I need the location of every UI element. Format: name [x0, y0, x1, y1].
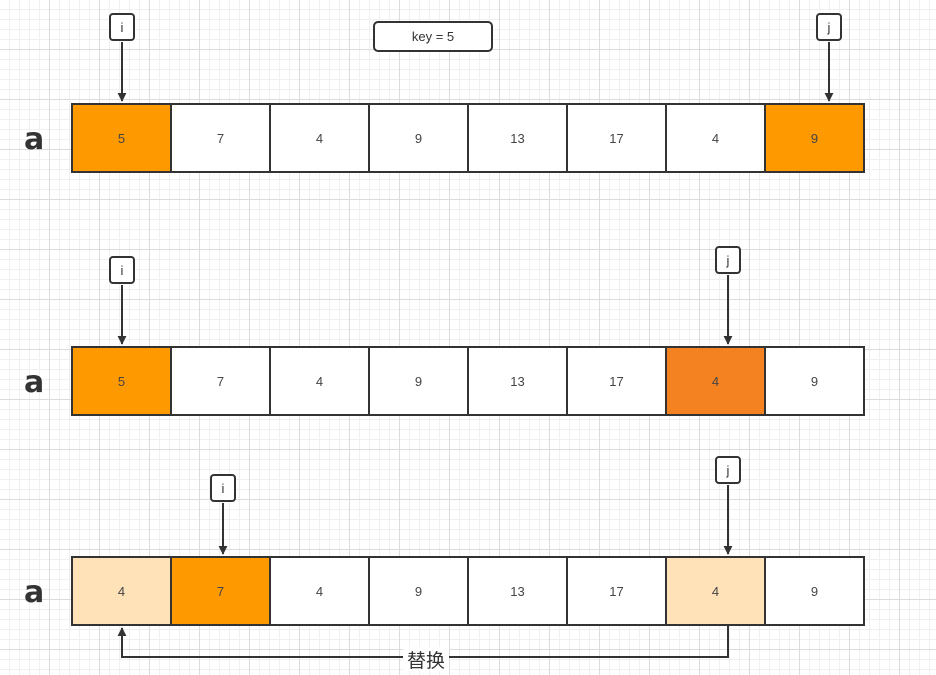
row-label-2: a: [24, 365, 45, 400]
array-row-2: 5 7 4 9 13 17 4 9: [71, 346, 879, 416]
array-cell: 13: [467, 103, 568, 173]
array-cell: 9: [368, 103, 469, 173]
pointer-i-tag: i: [109, 256, 135, 284]
array-cell: 9: [764, 556, 865, 626]
pointer-i-tag: i: [109, 13, 135, 41]
array-cell: 4: [665, 556, 766, 626]
swap-label: 替换: [403, 647, 449, 672]
array-cell: 9: [368, 346, 469, 416]
array-cell: 4: [269, 346, 370, 416]
array-cell: 4: [269, 103, 370, 173]
array-cell: 13: [467, 346, 568, 416]
pointer-i-tag: i: [210, 474, 236, 502]
pointer-j-tag: j: [816, 13, 842, 41]
array-cell: 7: [170, 103, 271, 173]
array-cell: 5: [71, 346, 172, 416]
array-cell: 4: [269, 556, 370, 626]
array-cell: 17: [566, 346, 667, 416]
key-label: key = 5: [411, 29, 455, 44]
row-label-3: a: [24, 575, 45, 610]
array-cell: 9: [764, 346, 865, 416]
pointer-j-tag: j: [715, 246, 741, 274]
key-box: key = 5: [373, 21, 493, 52]
array-cell: 13: [467, 556, 568, 626]
array-row-3: 4 7 4 9 13 17 4 9: [71, 556, 879, 626]
pointer-j-tag: j: [715, 456, 741, 484]
row-label-1: a: [24, 122, 45, 157]
array-cell: 4: [665, 103, 766, 173]
array-row-1: 5 7 4 9 13 17 4 9: [71, 103, 879, 173]
array-cell: 9: [764, 103, 865, 173]
array-cell: 4: [71, 556, 172, 626]
array-cell: 17: [566, 103, 667, 173]
